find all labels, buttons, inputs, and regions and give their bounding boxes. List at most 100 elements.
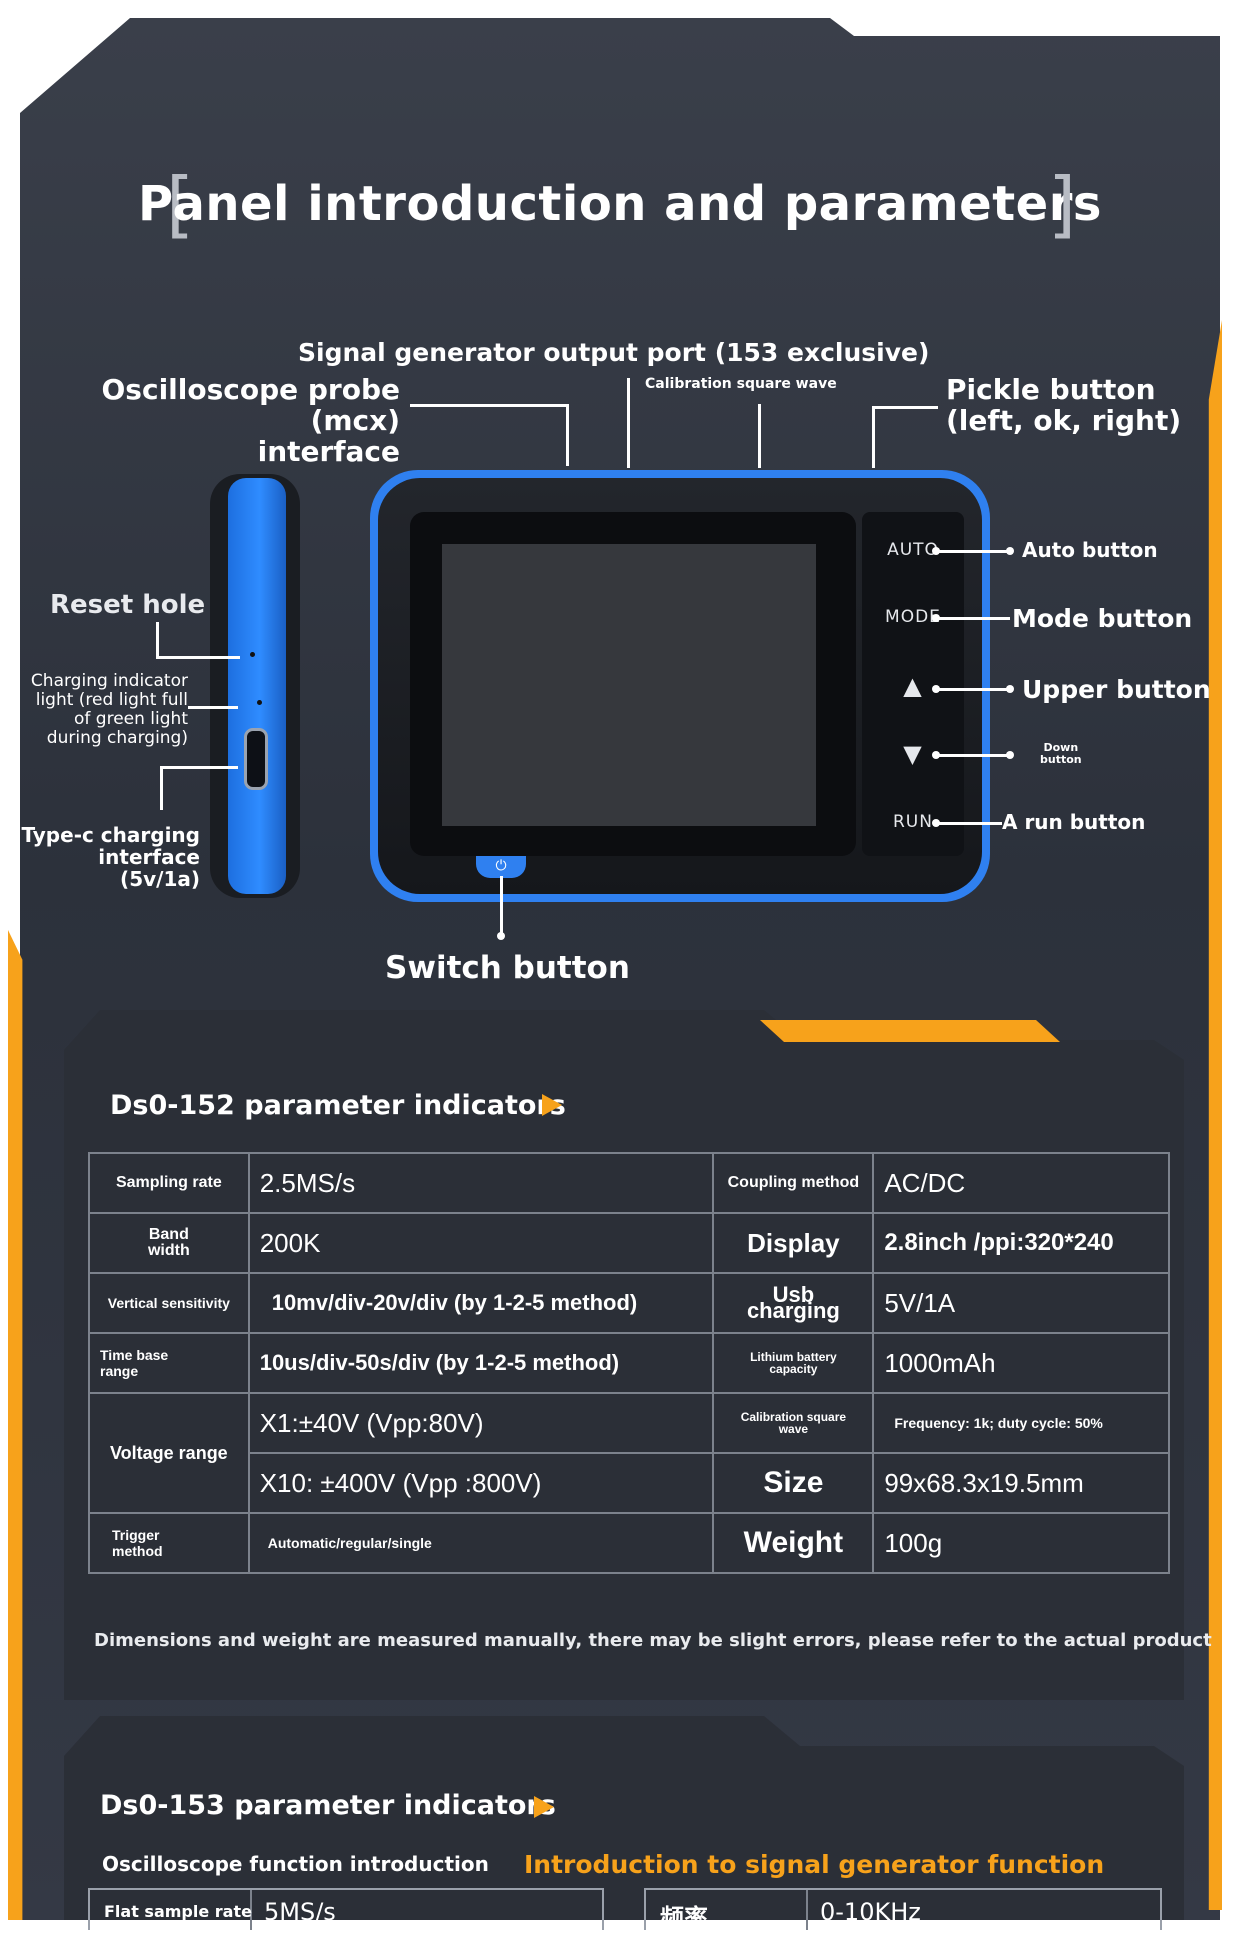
leader-switch bbox=[500, 876, 503, 936]
label-reset: Reset hole bbox=[50, 590, 206, 620]
sig-intro-heading: Introduction to signal generator functio… bbox=[524, 1850, 1105, 1879]
table-row: Trigger method Automatic/regular/single … bbox=[88, 1512, 1170, 1574]
dot-switch bbox=[497, 932, 505, 940]
leader-charging bbox=[188, 706, 238, 709]
val-timebase: 10us/div-50s/div (by 1-2-5 method) bbox=[247, 1332, 715, 1394]
key-calibration-line2: wave bbox=[778, 1422, 809, 1436]
key-weight: Weight bbox=[712, 1512, 875, 1574]
measurement-note: Dimensions and weight are measured manua… bbox=[94, 1630, 1212, 1651]
label-charging-line3: of green light bbox=[74, 709, 188, 729]
label-down: Down button bbox=[1040, 742, 1082, 766]
charging-indicator-led bbox=[257, 700, 262, 705]
table-row: Time base range 10us/div-50s/div (by 1-2… bbox=[88, 1332, 1170, 1394]
title-bracket-left: [ bbox=[166, 162, 195, 246]
accent-stripe-right bbox=[1208, 320, 1222, 1910]
device-button-column bbox=[862, 512, 964, 856]
val-band-width: 200K bbox=[247, 1212, 715, 1274]
key-timebase-line1: Time base bbox=[100, 1347, 169, 1363]
val-voltage-x1: X1:±40V (Vpp:80V) bbox=[247, 1392, 715, 1454]
spec-table-152: Sampling rate 2.5MS/s Coupling method AC… bbox=[88, 1152, 1170, 1574]
leader-auto bbox=[936, 550, 1012, 553]
key-sampling-rate: Sampling rate bbox=[88, 1152, 250, 1214]
label-charging: Charging indicator light (red light full… bbox=[22, 672, 188, 748]
label-typec-line3: (5v/1a) bbox=[120, 867, 200, 891]
leader-calibration bbox=[758, 404, 761, 468]
device-mode-key: MODE bbox=[885, 607, 941, 627]
accent-stripe-left bbox=[8, 930, 23, 1920]
typec-port bbox=[244, 728, 268, 790]
key-battery-line2: capacity bbox=[769, 1362, 818, 1376]
label-auto: Auto button bbox=[1022, 538, 1158, 562]
sig-table: 频率 0-10KHz bbox=[644, 1888, 1162, 1932]
label-signal-port: Signal generator output port (153 exclus… bbox=[298, 338, 930, 367]
key-usb: Usb charging bbox=[712, 1272, 875, 1334]
page-title: Panel introduction and parameters bbox=[138, 176, 1102, 232]
val-usb: 5V/1A bbox=[872, 1272, 1170, 1334]
label-probe: Oscilloscope probe (mcx) interface bbox=[44, 373, 401, 468]
osc-row1-key: Flat sample rate bbox=[104, 1902, 252, 1921]
dot-auto-end bbox=[1006, 547, 1014, 555]
leader-probe-v bbox=[566, 404, 569, 466]
val-calibration: Frequency: 1k; duty cycle: 50% bbox=[872, 1392, 1170, 1454]
key-timebase: Time base range bbox=[88, 1332, 250, 1394]
key-size: Size bbox=[712, 1452, 875, 1514]
osc-intro-heading: Oscilloscope function introduction bbox=[102, 1852, 489, 1876]
leader-run bbox=[936, 822, 1002, 825]
key-timebase-line2: range bbox=[100, 1363, 139, 1379]
leader-reset-v bbox=[156, 622, 159, 658]
key-calibration-line1: Calibration square bbox=[740, 1410, 847, 1424]
leader-probe-h bbox=[410, 404, 568, 407]
table-row: Sampling rate 2.5MS/s Coupling method AC… bbox=[88, 1152, 1170, 1214]
val-coupling: AC/DC bbox=[872, 1152, 1170, 1214]
panel-153-arrow-icon bbox=[534, 1796, 554, 1818]
label-probe-line2: interface bbox=[257, 435, 400, 468]
device-run-key: RUN bbox=[893, 812, 933, 832]
table-row: Band width 200K Display 2.8inch /ppi:320… bbox=[88, 1212, 1170, 1274]
val-vertical: 10mv/div-20v/div (by 1-2-5 method) bbox=[247, 1272, 715, 1334]
label-upper: Upper button bbox=[1022, 675, 1211, 704]
device-auto-key: AUTO bbox=[887, 540, 939, 560]
key-calibration: Calibration square wave bbox=[712, 1392, 875, 1454]
title-bracket-right: ] bbox=[1048, 162, 1077, 246]
label-typec: Type-c charging interface (5v/1a) bbox=[20, 823, 201, 891]
val-sampling-rate: 2.5MS/s bbox=[247, 1152, 715, 1214]
val-battery: 1000mAh bbox=[872, 1332, 1170, 1394]
leader-mode bbox=[936, 617, 1010, 620]
key-battery: Lithium battery capacity bbox=[712, 1332, 875, 1394]
table-row: Vertical sensitivity 10mv/div-20v/div (b… bbox=[88, 1272, 1170, 1334]
leader-down bbox=[936, 754, 1012, 757]
leader-typec-v bbox=[160, 766, 163, 810]
panel-153-title: Ds0-153 parameter indicators bbox=[100, 1790, 556, 1821]
leader-pickle-v bbox=[872, 406, 875, 468]
label-down-line1: Down bbox=[1043, 741, 1079, 754]
key-band-width-line1: Band bbox=[148, 1226, 189, 1243]
key-band-width: Band width bbox=[88, 1212, 250, 1274]
label-pickle-line1: Pickle button bbox=[946, 373, 1156, 406]
panel-152-accent bbox=[760, 1020, 1060, 1042]
device-up-key: ▲ bbox=[903, 672, 923, 700]
label-charging-line4: during charging) bbox=[46, 728, 188, 748]
panel-152-title: Ds0-152 parameter indicators bbox=[110, 1090, 566, 1121]
sig-row1-key: 频率 bbox=[660, 1904, 708, 1932]
panel-152-arrow-icon bbox=[542, 1094, 562, 1116]
key-voltage: Voltage range bbox=[88, 1392, 250, 1514]
key-vertical: Vertical sensitivity bbox=[88, 1272, 250, 1334]
label-typec-line1: Type-c charging bbox=[21, 823, 201, 847]
table-row: X10: ±400V (Vpp :800V) Size 99x68.3x19.5… bbox=[89, 1452, 1170, 1514]
val-size: 99x68.3x19.5mm bbox=[872, 1452, 1170, 1514]
label-typec-line2: interface bbox=[98, 845, 200, 869]
osc-table: Flat sample rate 5MS/s bbox=[88, 1888, 604, 1930]
device-side-casing bbox=[228, 478, 286, 894]
device-screen bbox=[442, 544, 816, 826]
panel-153 bbox=[64, 1716, 1184, 1920]
label-probe-line1: Oscilloscope probe (mcx) bbox=[101, 373, 401, 437]
dot-upper-end bbox=[1006, 685, 1014, 693]
key-band-width-line2: width bbox=[147, 1242, 190, 1259]
val-display: 2.8inch /ppi:320*240 bbox=[872, 1212, 1170, 1274]
leader-upper bbox=[936, 688, 1012, 691]
leader-reset-h bbox=[156, 656, 240, 659]
table-row: Voltage range X1:±40V (Vpp:80V) Calibrat… bbox=[88, 1392, 1170, 1514]
key-trigger: Trigger method bbox=[88, 1512, 250, 1574]
label-charging-line1: Charging indicator bbox=[30, 671, 188, 691]
dot-down-end bbox=[1006, 751, 1014, 759]
